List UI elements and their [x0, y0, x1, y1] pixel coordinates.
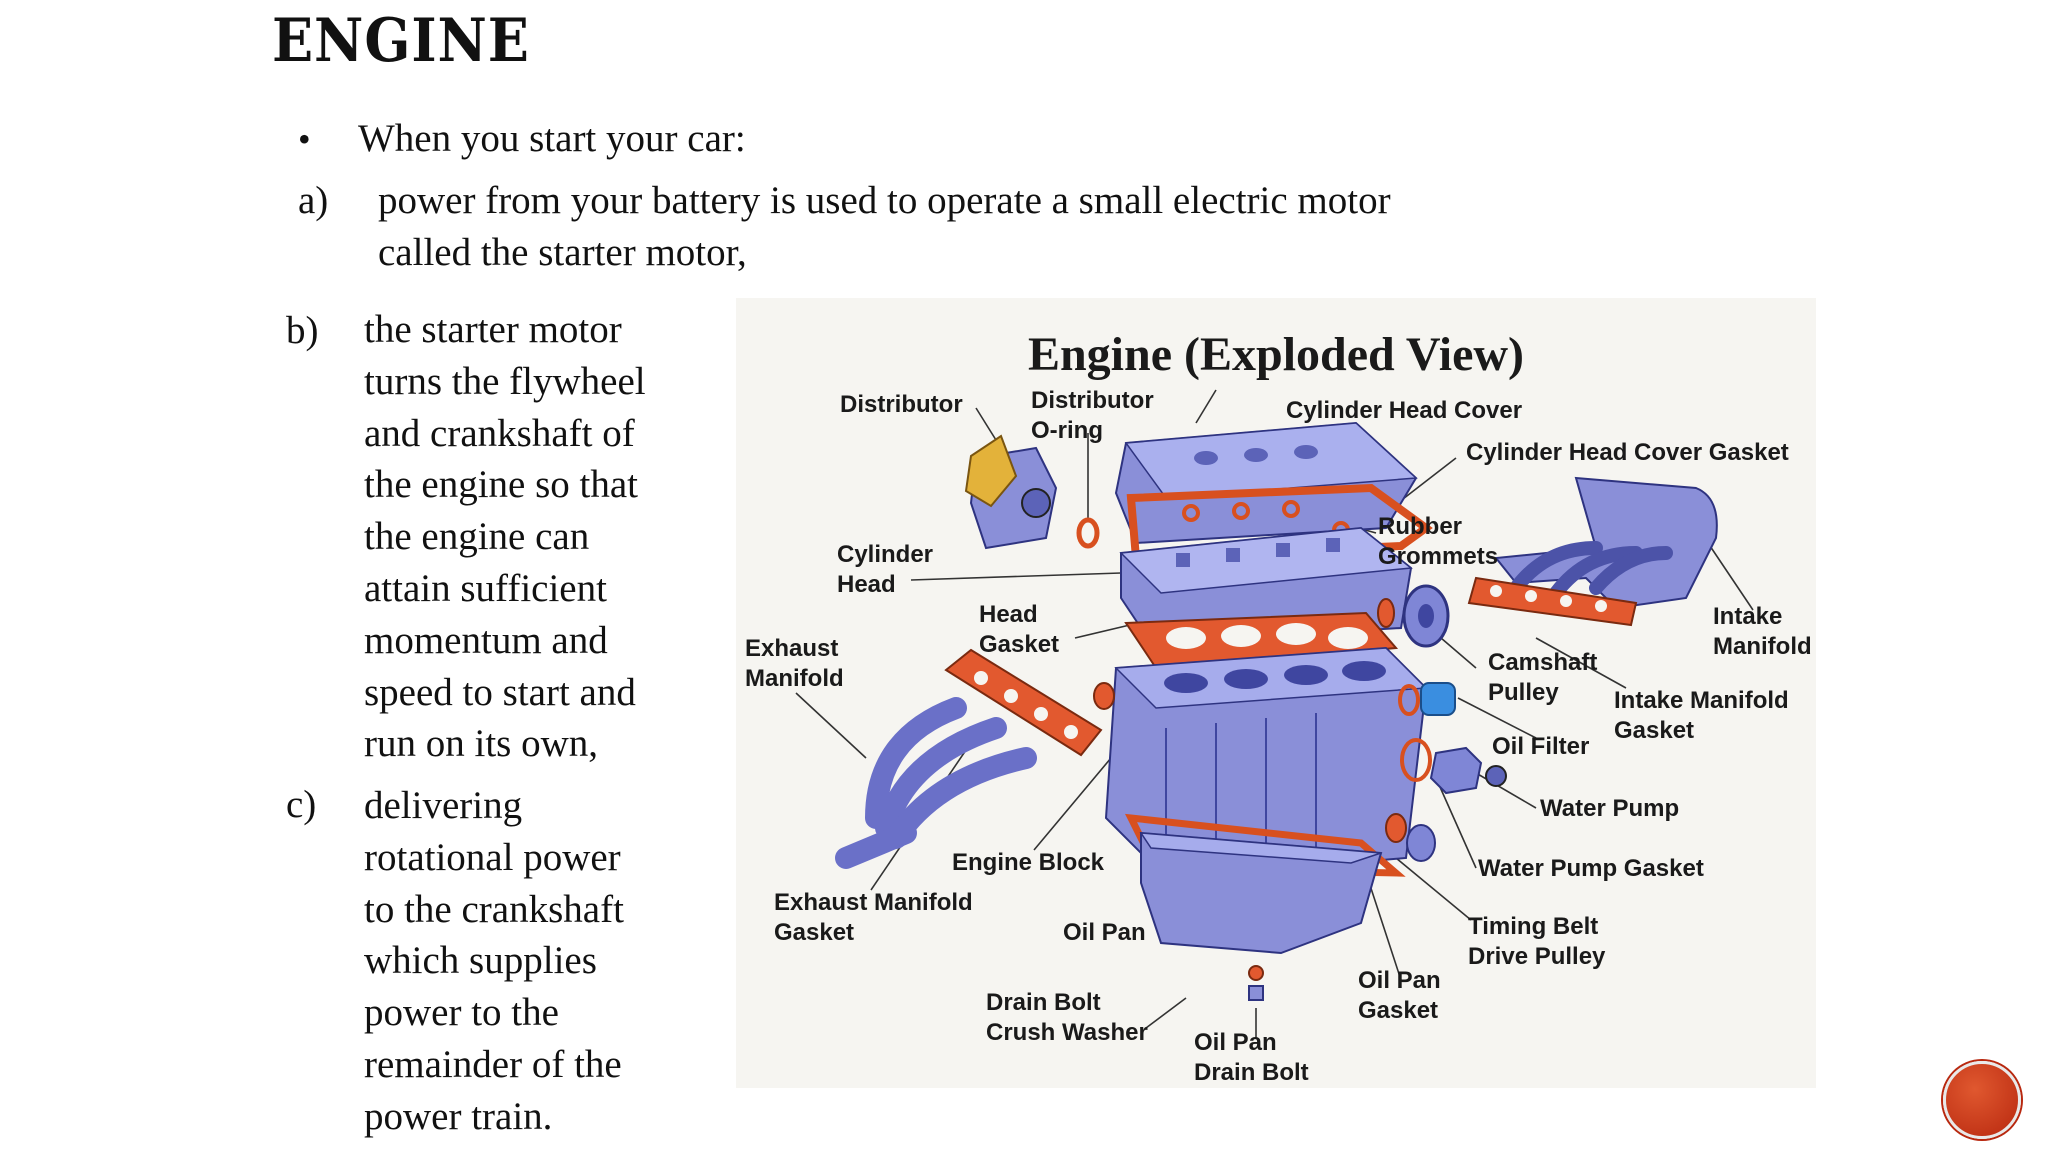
label-distributor-oring: Distributor: [1031, 387, 1154, 414]
camshaft-pulley-part: [1402, 584, 1450, 648]
slide-title: ENGINE: [272, 6, 530, 76]
label-cylinder-head: Cylinder: [837, 541, 933, 568]
distributor-part: [964, 434, 1058, 550]
label-cylinder-head: Head: [837, 571, 896, 598]
part-labels: Distributor Distributor O-ring Cylinder …: [745, 387, 1812, 1086]
label-engine-block: Engine Block: [952, 849, 1105, 876]
label-timing-belt-drive-pulley: Drive Pulley: [1468, 943, 1606, 970]
label-oil-pan-gasket: Oil Pan: [1358, 967, 1441, 994]
cylinder-head-cover-gasket-part: [1126, 483, 1433, 563]
item-c-line: rotational power: [364, 835, 621, 879]
oil-filter-part: [1398, 682, 1456, 716]
label-timing-belt-drive-pulley: Timing Belt: [1468, 913, 1598, 940]
water-pump-gasket-part: [1400, 738, 1432, 782]
exhaust-manifold-part: [835, 697, 1037, 869]
label-exhaust-manifold: Exhaust: [745, 635, 838, 662]
head-gasket-part: [1124, 611, 1399, 670]
item-a-line: power from your battery is used to opera…: [378, 179, 1391, 222]
label-oil-pan-gasket: Gasket: [1358, 997, 1438, 1024]
label-oil-pan-drain-bolt: Drain Bolt: [1194, 1059, 1309, 1086]
timing-belt-drive-pulley-part: [1385, 813, 1436, 862]
label-intake-manifold: Manifold: [1713, 633, 1812, 660]
bullet-text: When you start your car:: [358, 117, 746, 160]
item-c-text: delivering rotational power to the crank…: [364, 780, 734, 1143]
item-c-line: which supplies: [364, 939, 597, 983]
engine-exploded-diagram: Engine (Exploded View): [736, 298, 1816, 1088]
label-intake-manifold-gasket: Intake Manifold: [1614, 687, 1789, 714]
oil-pan-part: [1139, 831, 1383, 955]
item-b-line: the engine can: [364, 515, 590, 559]
next-slide-icon[interactable]: [1943, 1061, 2021, 1139]
item-b-marker: b): [286, 309, 319, 352]
label-oil-filter: Oil Filter: [1492, 733, 1589, 760]
item-a-marker: a): [298, 179, 329, 222]
label-exhaust-manifold-gasket: Gasket: [774, 919, 854, 946]
item-b-line: momentum and: [364, 618, 608, 662]
label-exhaust-manifold: Manifold: [745, 665, 844, 692]
item-b-line: attain sufficient: [364, 566, 607, 610]
item-b-line: speed to start and: [364, 670, 636, 714]
item-c-line: delivering: [364, 784, 523, 827]
label-camshaft-pulley: Pulley: [1488, 679, 1559, 706]
water-pump-part: [1429, 746, 1507, 795]
label-oil-pan-drain-bolt: Oil Pan: [1194, 1029, 1277, 1056]
item-b-text: the starter motor turns the flywheel and…: [364, 304, 734, 770]
label-exhaust-manifold-gasket: Exhaust Manifold: [774, 889, 973, 916]
label-camshaft-pulley: Camshaft: [1488, 649, 1597, 676]
label-rubber-grommets: Grommets: [1378, 543, 1498, 570]
diagram-title: Engine (Exploded View): [1028, 328, 1524, 381]
label-oil-pan: Oil Pan: [1063, 919, 1146, 946]
item-c-line: power train.: [364, 1094, 553, 1138]
item-c-line: to the crankshaft: [364, 887, 624, 931]
seal-part: [1377, 598, 1395, 628]
label-intake-manifold-gasket: Gasket: [1614, 717, 1694, 744]
label-distributor-oring: O-ring: [1031, 417, 1103, 444]
label-cylinder-head-cover: Cylinder Head Cover: [1286, 397, 1522, 424]
item-c-line: remainder of the: [364, 1042, 622, 1086]
intake-manifold-part: [1494, 476, 1718, 610]
label-cylinder-head-cover-gasket: Cylinder Head Cover Gasket: [1466, 439, 1789, 466]
label-head-gasket: Head: [979, 601, 1038, 628]
item-b-line: run on its own,: [364, 722, 598, 766]
item-b-line: the starter motor: [364, 308, 622, 351]
item-c-line: power to the: [364, 991, 559, 1035]
label-drain-bolt-crush-washer: Crush Washer: [986, 1019, 1148, 1046]
item-b-line: the engine so that: [364, 463, 639, 507]
label-water-pump: Water Pump: [1540, 795, 1679, 822]
item-a-line: called the starter motor,: [378, 231, 747, 274]
label-drain-bolt-crush-washer: Drain Bolt: [986, 989, 1101, 1016]
label-water-pump-gasket: Water Pump Gasket: [1478, 855, 1704, 882]
label-distributor: Distributor: [840, 391, 963, 418]
label-head-gasket: Gasket: [979, 631, 1059, 658]
drain-bolt-part: [1248, 965, 1264, 1001]
label-intake-manifold: Intake: [1713, 603, 1782, 630]
bullet-symbol: •: [298, 119, 311, 159]
exhaust-manifold-gasket-part: [944, 648, 1103, 757]
item-b-line: and crankshaft of: [364, 411, 635, 455]
label-rubber-grommets: Rubber: [1378, 513, 1462, 540]
distributor-oring-part: [1076, 517, 1100, 549]
intake-manifold-gasket-part: [1467, 576, 1638, 627]
exhaust-seal-part: [1093, 682, 1115, 710]
item-c-marker: c): [286, 783, 317, 826]
item-b-line: turns the flywheel: [364, 359, 646, 403]
cylinder-head-cover-part: [1114, 421, 1418, 545]
